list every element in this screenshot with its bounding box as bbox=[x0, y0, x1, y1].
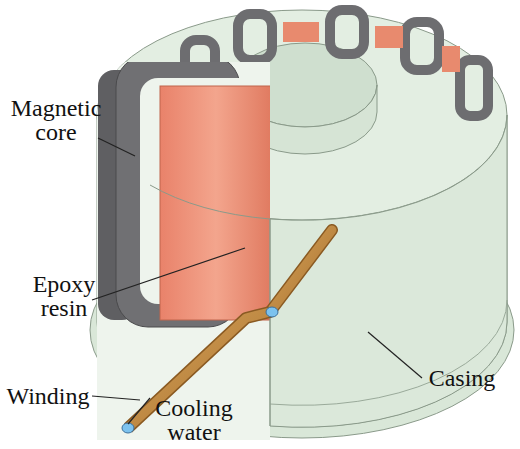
cut-edge bbox=[270, 219, 271, 426]
part-label: Epoxy resin bbox=[14, 272, 114, 320]
part-label: Winding bbox=[0, 384, 96, 408]
cutaway bbox=[97, 62, 270, 440]
leader-lines bbox=[92, 138, 422, 424]
part-label: Cooling water bbox=[142, 396, 246, 444]
part-label: Casing bbox=[414, 366, 510, 390]
part-label: Magnetic core bbox=[0, 96, 112, 144]
cut-top-edge bbox=[150, 185, 270, 219]
